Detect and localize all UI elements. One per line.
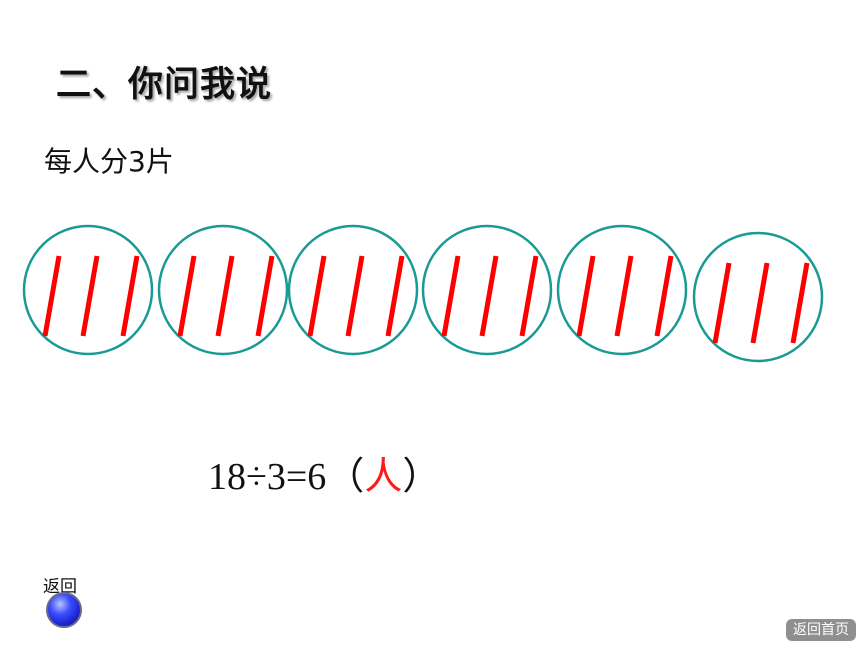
- equation-expression: 18÷3=6: [208, 456, 327, 498]
- slice-stroke: [750, 262, 770, 344]
- slice-stroke: [80, 255, 100, 337]
- slice-stroke: [576, 255, 596, 337]
- slice-stroke: [519, 255, 539, 337]
- slice-stroke: [712, 262, 732, 344]
- back-button[interactable]: [46, 592, 82, 628]
- equation: 18÷3=6（人）: [208, 445, 440, 500]
- group-circle: [287, 224, 419, 356]
- group-circle: [556, 224, 688, 356]
- equation-open-paren: （: [326, 454, 365, 498]
- slice-stroke: [345, 255, 365, 337]
- equation-close-paren: ）: [402, 454, 441, 498]
- group-circle: [22, 224, 154, 356]
- page-title: 二、你问我说: [56, 65, 273, 105]
- slice-stroke: [255, 255, 275, 337]
- slice-stroke: [479, 255, 499, 337]
- slice-stroke: [42, 255, 62, 337]
- group-circle: [692, 231, 824, 363]
- slice-stroke: [654, 255, 674, 337]
- slice-stroke: [614, 255, 634, 337]
- slice-stroke: [790, 262, 810, 344]
- slice-stroke: [177, 255, 197, 337]
- equation-unit: 人: [364, 454, 403, 498]
- slice-stroke: [385, 255, 405, 337]
- slice-stroke: [307, 255, 327, 337]
- slice-stroke: [120, 255, 140, 337]
- home-button[interactable]: 返回首页: [786, 619, 856, 641]
- subtitle: 每人分3片: [44, 145, 174, 178]
- slice-stroke: [441, 255, 461, 337]
- slice-stroke: [215, 255, 235, 337]
- group-circle: [157, 224, 289, 356]
- group-circle: [421, 224, 553, 356]
